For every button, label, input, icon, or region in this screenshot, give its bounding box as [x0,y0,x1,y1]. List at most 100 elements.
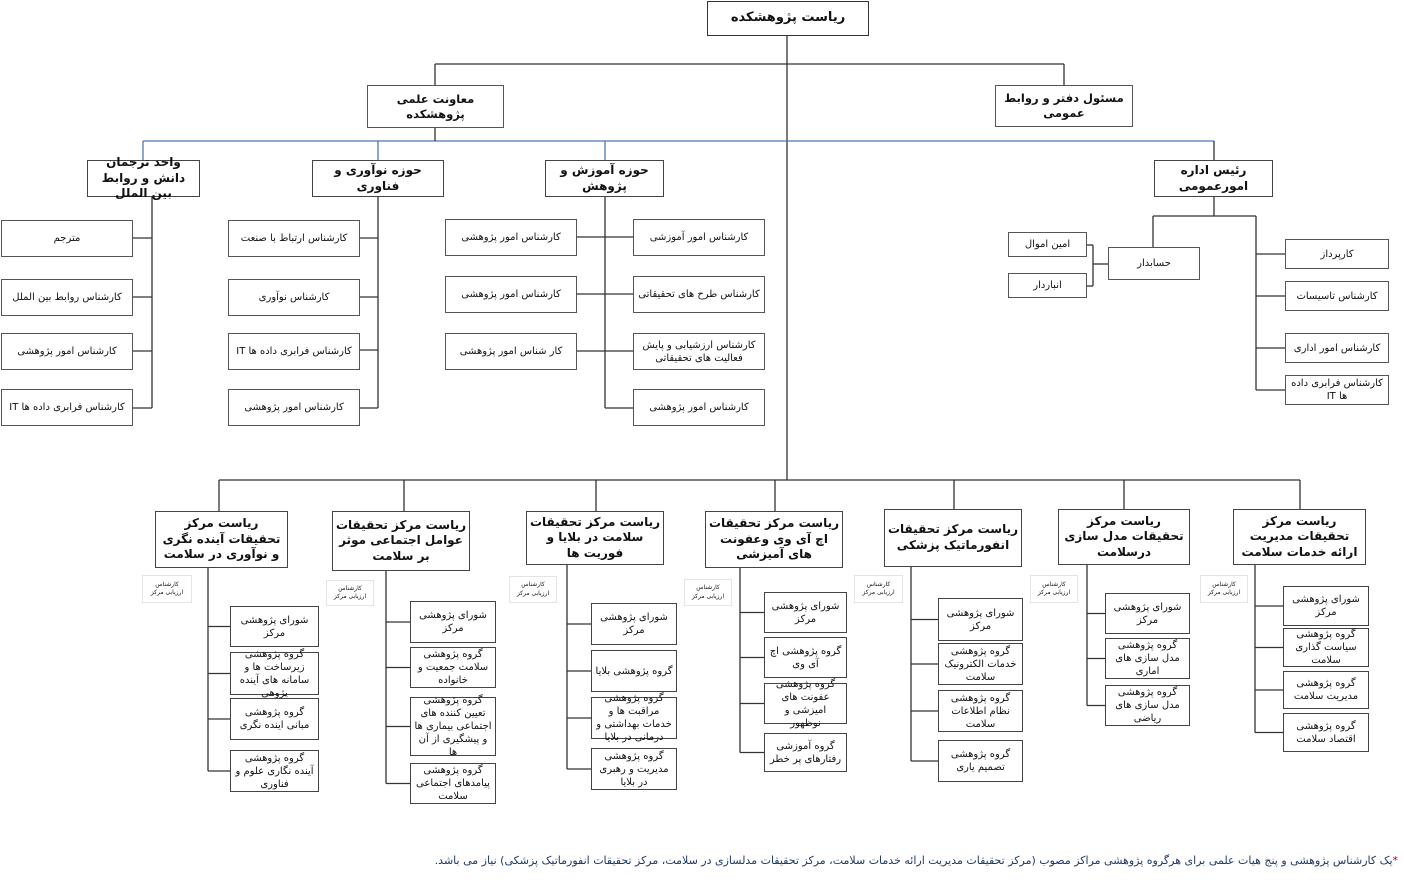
evaluator-box: کارشناس ارزیابی مرکز [509,576,557,603]
research-group-box: گروه پژوهشی پیامدهای اجتماعی سلامت [410,763,496,804]
research-group-box: گروه پژوهشی مبانی اینده نگری [230,698,319,740]
position-box: امین اموال [1008,232,1087,257]
research-group-box: گروه پژوهشی سیاست گذاری سلامت [1283,628,1369,667]
box-label: کارشناس امور پژوهشی [461,289,561,300]
box-label: کارشناس طرح های تحقیقاتی [638,289,760,300]
box-label: کارشناس ارزیابی مرکز [516,581,550,597]
box-label: گروه پژوهشی سلامت جمعیت و خانواده [417,649,489,686]
evaluator-box: کارشناس ارزیابی مرکز [684,579,732,606]
box-label: گروه پژوهشی اقتصاد سلامت [1296,720,1356,745]
research-group-box: گروه پژوهشی سلامت جمعیت و خانواده [410,647,496,688]
box-label: گروه پژوهشی تعیین کننده های اجتماعی بیما… [414,695,492,758]
department-box: حوزه آموزش و پژوهش [545,160,664,197]
evaluator-box: کارشناس ارزیابی مرکز [1030,575,1078,603]
position-box: کارشناس فرابری داده ها IT [228,333,360,370]
box-label: کارشناس امور اداری [1293,342,1381,354]
research-group-box: گروه آموزشی رفتارهای پر خطر [764,733,847,772]
research-group-box: گروه پژوهشی مراقبت ها و خدمات بهداشتی و … [591,693,677,743]
evaluator-box: کارشناس ارزیابی مرکز [1200,575,1248,603]
position-box: کارشناس امور پژوهشی [445,219,577,256]
position-box: کارشناس امور پژوهشی [228,389,360,426]
box-label: شورای پژوهشی مرکز [419,610,487,634]
box-label: کارشناس ارزشیابی و پایش فعالیت های تحقیق… [642,339,756,364]
research-group-box: گروه پژوهشی مدیریت و رهبری در بلایا [591,748,677,790]
research-group-box: گروه پژوهشی بلایا [591,650,677,692]
box-label: کارشناس ارزیابی مرکز [1037,580,1071,596]
position-box: کارپرداز [1285,239,1389,269]
research-group-box: شورای پژوهشی مرکز [938,598,1023,641]
department-box: حوزه نوآوری و فناوری [312,160,444,197]
research-center-box: ریاست مرکز تحقیقات انفورماتیک پزشکی [884,509,1022,567]
research-group-box: گروه پژوهشی خدمات الکترونیک سلامت [938,643,1023,685]
box-label: شورای پژوهشی مرکز [946,607,1015,632]
research-group-box: گروه پژوهشی اقتصاد سلامت [1283,713,1369,752]
position-box: کارشناس فرابری داده ها IT [1285,375,1389,405]
position-box: کارشناس ارزشیابی و پایش فعالیت های تحقیق… [633,333,765,370]
research-group-box: گروه پژوهشی آینده نگاری علوم و فناوری [230,750,319,792]
position-box: کارشناس روابط بین الملل [1,279,133,316]
box-label: گروه آموزشی رفتارهای پر خطر [769,740,842,765]
box-label: شورای پژوهشی مرکز [771,600,840,625]
evaluator-box: کارشناس ارزیابی مرکز [142,575,192,603]
box-label: شورای پژوهشی مرکز [600,612,668,636]
position-box: کارشناس ارتباط با صنعت [228,220,360,257]
box-label: ریاست مرکز تحقیقات سلامت در بلایا و فوری… [529,514,660,560]
research-group-box: گروه پژوهشی تصمیم یاری [938,740,1023,782]
box-label: کار شناس امور پژوهشی [459,346,563,357]
research-center-box: ریاست مرکز تحقیقات مدل سازی درسلامت [1058,509,1190,565]
position-box: کارشناس امور پژوهشی [1,333,133,370]
box-label: گروه پژوهشی خدمات الکترونیک سلامت [944,645,1017,683]
box-label: حوزه آموزش و پژوهش [560,162,649,193]
office-box: مسئول دفتر و روابط عمومی [995,85,1133,127]
research-group-box: شورای پژوهشی مرکز [410,601,496,643]
footnote-marker: * [1392,854,1399,867]
research-center-box: ریاست مرکز تحقیقات عوامل اجتماعی موثر بر… [332,511,470,571]
position-box: انباردار [1008,273,1087,298]
box-label: گروه پژوهشی مبانی اینده نگری [239,707,310,731]
department-box: واحد ترجمان دانش و روابط بین الملل [87,155,200,200]
root-box: ریاست پژوهشکده [707,1,869,36]
box-label: ریاست مرکز تحقیقات مدل سازی درسلامت [1064,513,1184,559]
research-group-box: گروه پژوهشی نظام اطلاعات سلامت [938,690,1023,732]
box-label: رئیس اداره امورعمومی [1178,162,1249,193]
box-label: امین اموال [1024,239,1071,250]
research-group-box: شورای پژوهشی مرکز [591,603,677,645]
box-label: مترجم [53,233,81,244]
research-group-box: شورای پژوهشی مرکز [1105,593,1190,634]
research-group-box: گروه پژوهشی زیرساخت ها و سامانه های آیند… [230,649,319,699]
research-center-box: ریاست مرکز تحقیقات مدیریت ارائه خدمات سل… [1233,509,1366,565]
box-label: کارشناس ارتباط با صنعت [240,233,348,244]
box-label: گروه پژوهشی زیرساخت ها و سامانه های آیند… [239,648,310,699]
research-group-box: گروه پژوهشی مدل سازی های اماری [1105,638,1190,679]
box-label: کارشناس تاسیسات [1296,290,1378,302]
box-label: کارشناس فرابری داده ها IT [1291,378,1383,402]
position-box: کارشناس فرابری داده ها IT [1,389,133,426]
box-label: شورای پژوهشی مرکز [240,614,309,639]
research-group-box: گروه پژوهشی مدل سازی های ریاضی [1105,685,1190,726]
box-label: ریاست پژوهشکده [730,10,846,26]
position-box: کارشناس نوآوری [228,279,360,316]
research-center-box: ریاست مرکز تحقیقات اچ آی وی وعفونت های آ… [705,511,843,568]
position-box: کارشناس امور پژوهشی [633,389,765,426]
box-label: کارپرداز [1320,248,1354,260]
box-label: کارشناس امور پژوهشی [17,346,117,357]
box-label: گروه پژوهشی مدل سازی های اماری [1115,640,1180,677]
box-label: کارشناس فرابری داده ها IT [9,402,125,413]
box-label: کارشناس ارزیابی مرکز [862,580,895,596]
position-box: کارشناس امور آموزشی [633,219,765,256]
research-group-box: شورای پژوهشی مرکز [1283,586,1369,626]
box-label: کارشناس نوآوری [258,292,330,303]
box-label: کارشناس امور پژوهشی [649,402,749,413]
research-group-box: گروه پژوهشی تعیین کننده های اجتماعی بیما… [410,695,496,758]
research-center-box: ریاست مرکز تحقیقات آینده نگری و نوآوری د… [155,511,288,568]
position-box: کارشناس امور پژوهشی [445,276,577,313]
box-label: گروه پژوهشی اچ آی وی [769,645,842,670]
box-label: گروه پژوهشی سیاست گذاری سلامت [1295,629,1357,666]
footnote: *یک کارشناس پژوهشی و پنج هیات علمی برای … [380,854,1398,867]
box-label: گروه پژوهشی عفونت های امیزشی و نوظهور [775,678,836,729]
box-label: کارشناس امور پژوهشی [461,232,561,243]
box-label: کارشناس ارزیابی مرکز [691,584,725,600]
accountant-box: حسابدار [1108,247,1200,280]
position-box: کارشناس طرح های تحقیقاتی [633,276,765,313]
